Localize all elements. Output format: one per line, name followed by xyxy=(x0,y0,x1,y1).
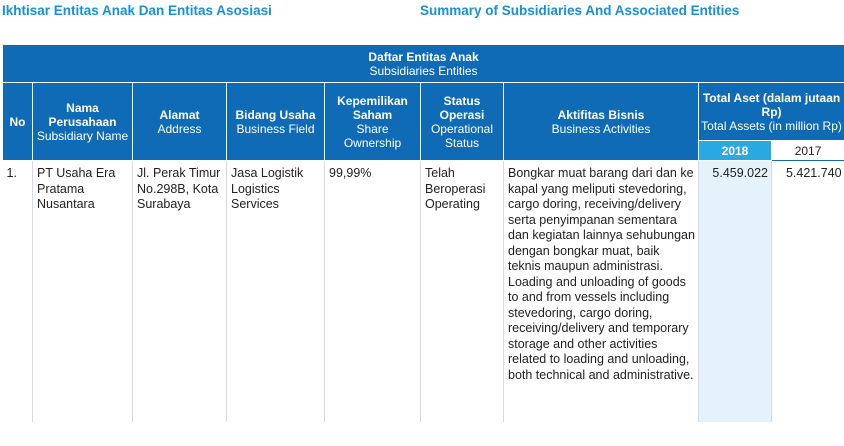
header-year-2018: 2018 xyxy=(698,140,772,161)
cell-activities-en-1: Loading and unloading of goods to and fr… xyxy=(508,274,686,320)
table-row: 1. PT Usaha Era Pratama Nusantara Jl. Pe… xyxy=(3,160,844,422)
cell-status-id: Telah Beroperasi xyxy=(425,166,486,196)
header-status-en: Operational Status xyxy=(430,121,494,150)
header-year-2017: 2017 xyxy=(770,140,844,161)
header-status-id: Status Operasi xyxy=(439,93,485,122)
header-field-en: Business Field xyxy=(236,121,315,136)
header-address-id: Alamat xyxy=(159,107,200,122)
cell-activities: Bongkar muat barang dari dan ke kapal ya… xyxy=(503,160,699,422)
table-banner: Daftar Entitas Anak Subsidiaries Entitie… xyxy=(1,44,844,83)
banner-title: Daftar Entitas Anak xyxy=(368,49,479,64)
cell-ownership: 99,99% xyxy=(324,160,421,422)
cell-field-en: Logistics Services xyxy=(231,181,280,212)
cell-assets-2018: 5.459.022 xyxy=(698,160,772,422)
header-activities-en: Business Activities xyxy=(551,121,651,136)
header-assets-en: Total Assets (in million Rp) xyxy=(701,118,842,133)
header-activities-id: Aktifitas Bisnis xyxy=(557,107,645,122)
cell-status: Telah Beroperasi Operating xyxy=(420,160,504,422)
header-field: Bidang Usaha Business Field xyxy=(226,82,325,161)
header-activities: Aktifitas Bisnis Business Activities xyxy=(503,82,699,161)
header-assets-id: Total Aset (dalam jutaan Rp) xyxy=(702,90,841,119)
cell-activities-id: Bongkar muat barang dari dan ke kapal ya… xyxy=(508,166,695,273)
header-name: Nama Perusahaan Subsidiary Name xyxy=(32,82,133,161)
header-no: No xyxy=(2,82,33,161)
cell-activities-en-2: receiving/delivery and temporary storage… xyxy=(508,321,694,382)
header-ownership-id: Kepemilikan Saham xyxy=(337,93,408,122)
cell-address: Jl. Perak Timur No.298B, Kota Surabaya xyxy=(132,160,227,422)
cell-field: Jasa Logistik Logistics Services xyxy=(226,160,325,422)
cell-no: 1. xyxy=(6,166,17,180)
header-ownership: Kepemilikan Saham Share Ownership xyxy=(324,82,421,161)
header-address-en: Address xyxy=(157,121,202,136)
header-status: Status Operasi Operational Status xyxy=(420,82,504,161)
banner-subtitle: Subsidiaries Entities xyxy=(369,63,478,78)
page-title-indonesian: Ikhtisar Entitas Anak Dan Entitas Asosia… xyxy=(2,3,272,18)
page-title-english: Summary of Subsidiaries And Associated E… xyxy=(420,3,740,18)
header-ownership-en: Share Ownership xyxy=(343,121,402,150)
subsidiaries-table: Daftar Entitas Anak Subsidiaries Entitie… xyxy=(1,44,844,422)
cell-field-id: Jasa Logistik xyxy=(231,166,304,180)
cell-status-en: Operating xyxy=(425,197,480,211)
header-no-label: No xyxy=(9,114,26,129)
header-total-assets: Total Aset (dalam jutaan Rp) Total Asset… xyxy=(697,82,844,141)
header-field-id: Bidang Usaha xyxy=(235,107,316,122)
header-address: Alamat Address xyxy=(132,82,227,161)
header-name-en: Subsidiary Name xyxy=(36,128,129,143)
cell-assets-2017: 5.421.740 xyxy=(770,160,844,422)
header-name-id: Nama Perusahaan xyxy=(48,100,117,129)
cell-name: PT Usaha Era Pratama Nusantara xyxy=(32,160,133,422)
